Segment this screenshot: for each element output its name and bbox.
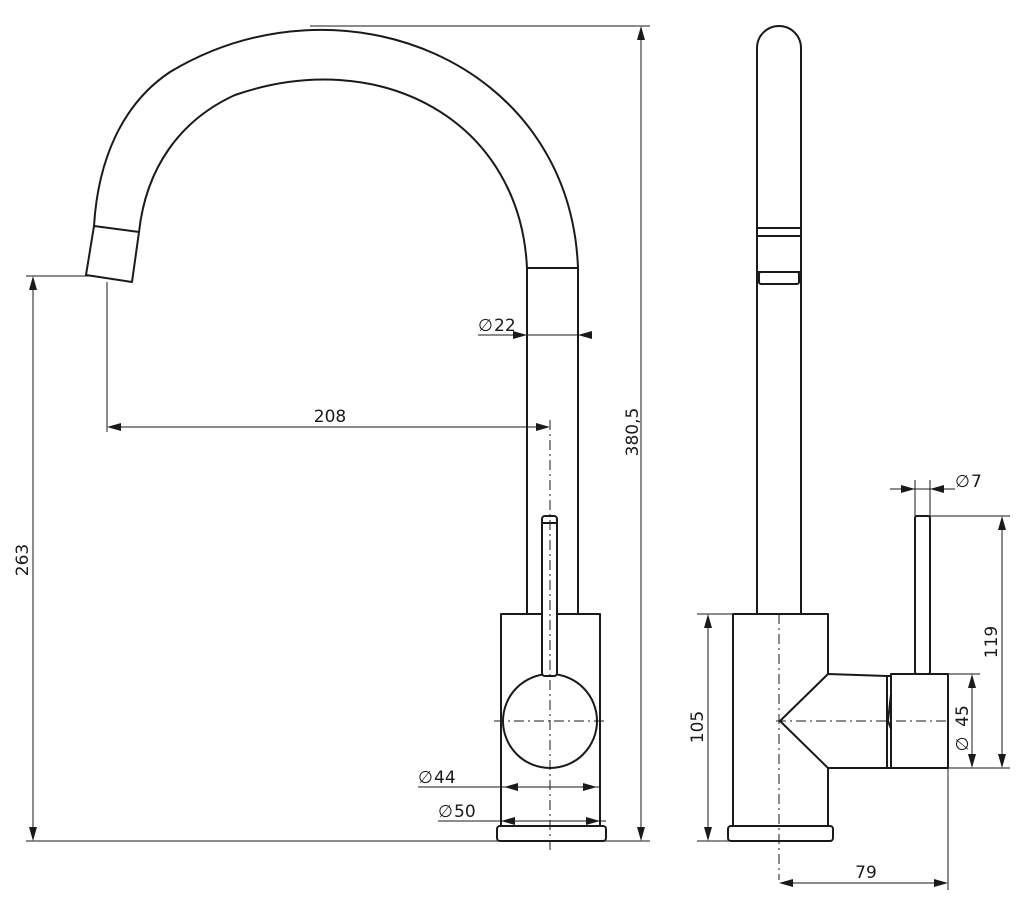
- arrow: [501, 817, 515, 825]
- diameter-symbol: ∅: [478, 316, 493, 336]
- side-base-plate: [727, 825, 834, 842]
- arrow: [107, 423, 121, 431]
- side-lever-handle: [914, 515, 931, 675]
- dim-label-body-height: 105: [688, 711, 708, 743]
- dim-label-lever-ring-diameter: 44: [434, 768, 456, 788]
- dim-label-spout-height: 263: [13, 544, 33, 576]
- arrow: [586, 817, 600, 825]
- side-aerator-ring: [758, 271, 800, 285]
- front-view: 380,5 263 208 ∅ 22 ∅ 44 ∅ 50: [13, 25, 650, 850]
- arrow: [29, 827, 37, 841]
- arrow: [998, 516, 1006, 530]
- faucet-base-plate: [496, 825, 607, 842]
- arrow: [998, 754, 1006, 768]
- diameter-symbol: ∅: [955, 472, 970, 492]
- arrow: [704, 614, 712, 628]
- dim-label-cartridge-diameter: 45: [953, 705, 973, 727]
- arrow: [536, 423, 550, 431]
- dim-label-total-height: 380,5: [623, 408, 643, 457]
- side-lever-neck: [779, 673, 888, 769]
- dim-label-lever-diameter: 7: [971, 472, 982, 492]
- dim-label-spout-diameter: 22: [494, 316, 516, 336]
- arrow: [934, 879, 948, 887]
- side-view: 105 79 ∅ 7 119 ∅ 45: [688, 25, 1010, 890]
- arrow: [513, 331, 527, 339]
- dim-label-base-diameter: 50: [454, 802, 476, 822]
- dim-label-lever-offset: 79: [855, 863, 877, 883]
- arrow: [504, 783, 518, 791]
- arrow: [704, 827, 712, 841]
- arrow: [968, 754, 976, 768]
- dim-label-spout-reach: 208: [314, 407, 346, 427]
- arrow: [968, 674, 976, 688]
- arrow: [930, 485, 944, 493]
- dim-label-lever-height: 119: [982, 626, 1002, 658]
- arrow: [637, 26, 645, 40]
- arrow: [637, 827, 645, 841]
- diameter-symbol: ∅: [438, 802, 453, 822]
- spout-aerator: [85, 225, 140, 283]
- spout-inner-contour: [138, 78, 528, 269]
- diameter-symbol: ∅: [953, 737, 973, 752]
- side-spout-tube: [756, 25, 802, 615]
- spout-outer-contour: [93, 28, 579, 269]
- diameter-symbol: ∅: [418, 768, 433, 788]
- arrow: [583, 783, 597, 791]
- arrow: [29, 276, 37, 290]
- arrow: [779, 879, 793, 887]
- arrow: [901, 485, 915, 493]
- arrow: [578, 331, 592, 339]
